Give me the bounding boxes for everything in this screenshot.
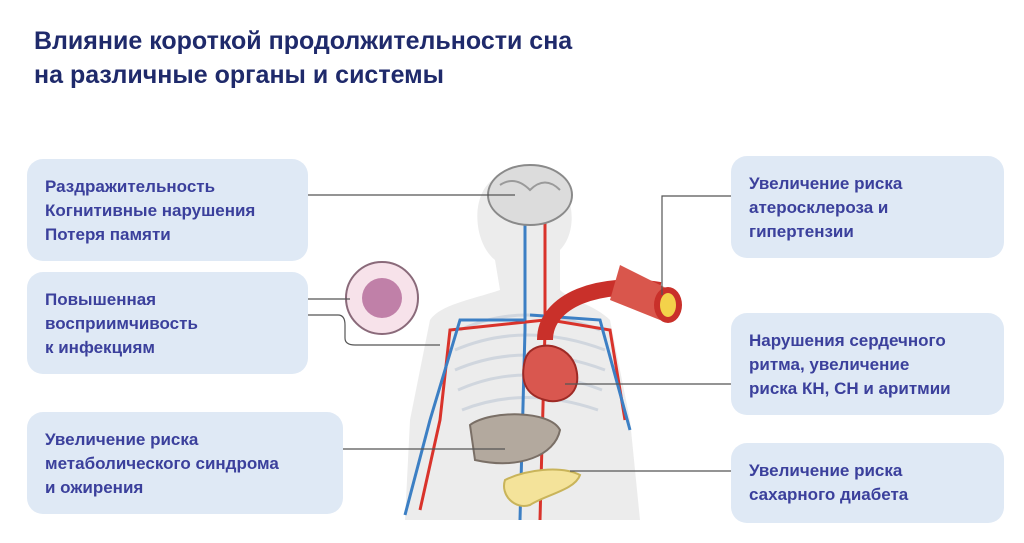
body-silhouette xyxy=(405,172,640,520)
box-line: Увеличение риска xyxy=(749,461,903,480)
box-line: к инфекциям xyxy=(45,338,155,357)
box-line: и ожирения xyxy=(45,478,144,497)
box-line: Нарушения сердечного xyxy=(749,331,946,350)
artery-cross-section-icon xyxy=(610,265,682,323)
box-line: риска КН, СН и аритмии xyxy=(749,379,951,398)
box-line: Когнитивные нарушения xyxy=(45,201,256,220)
liver-icon xyxy=(468,413,562,465)
metabolic-effects-box: Увеличение риска метаболического синдром… xyxy=(27,412,343,514)
immune-effects-box: Повышенная восприимчивость к инфекциям xyxy=(27,272,308,374)
box-line: сахарного диабета xyxy=(749,485,909,504)
vessel-effects-box: Увеличение риска атеросклероза и гиперте… xyxy=(731,156,1004,258)
box-line: Повышенная xyxy=(45,290,157,309)
heart-effects-box: Нарушения сердечного ритма, увеличение р… xyxy=(731,313,1004,415)
box-line: гипертензии xyxy=(749,222,854,241)
box-line: Увеличение риска xyxy=(45,430,199,449)
brain-effects-box: Раздражительность Когнитивные нарушения … xyxy=(27,159,308,261)
box-line: метаболического синдрома xyxy=(45,454,279,473)
box-line: Увеличение риска xyxy=(749,174,903,193)
box-line: ритма, увеличение xyxy=(749,355,910,374)
box-line: Раздражительность xyxy=(45,177,216,196)
box-line: восприимчивость xyxy=(45,314,198,333)
title-line-1: Влияние короткой продолжительности сна xyxy=(34,27,573,55)
diabetes-effects-box: Увеличение риска сахарного диабета xyxy=(731,443,1004,523)
box-line: атеросклероза и xyxy=(749,198,889,217)
heart-icon xyxy=(522,344,579,403)
page-title: Влияние короткой продолжительности сна н… xyxy=(34,24,572,92)
pancreas-icon xyxy=(503,468,582,507)
box-line: Потеря памяти xyxy=(45,225,171,244)
connector-lines xyxy=(308,194,731,472)
title-line-2: на различные органы и системы xyxy=(34,61,444,89)
